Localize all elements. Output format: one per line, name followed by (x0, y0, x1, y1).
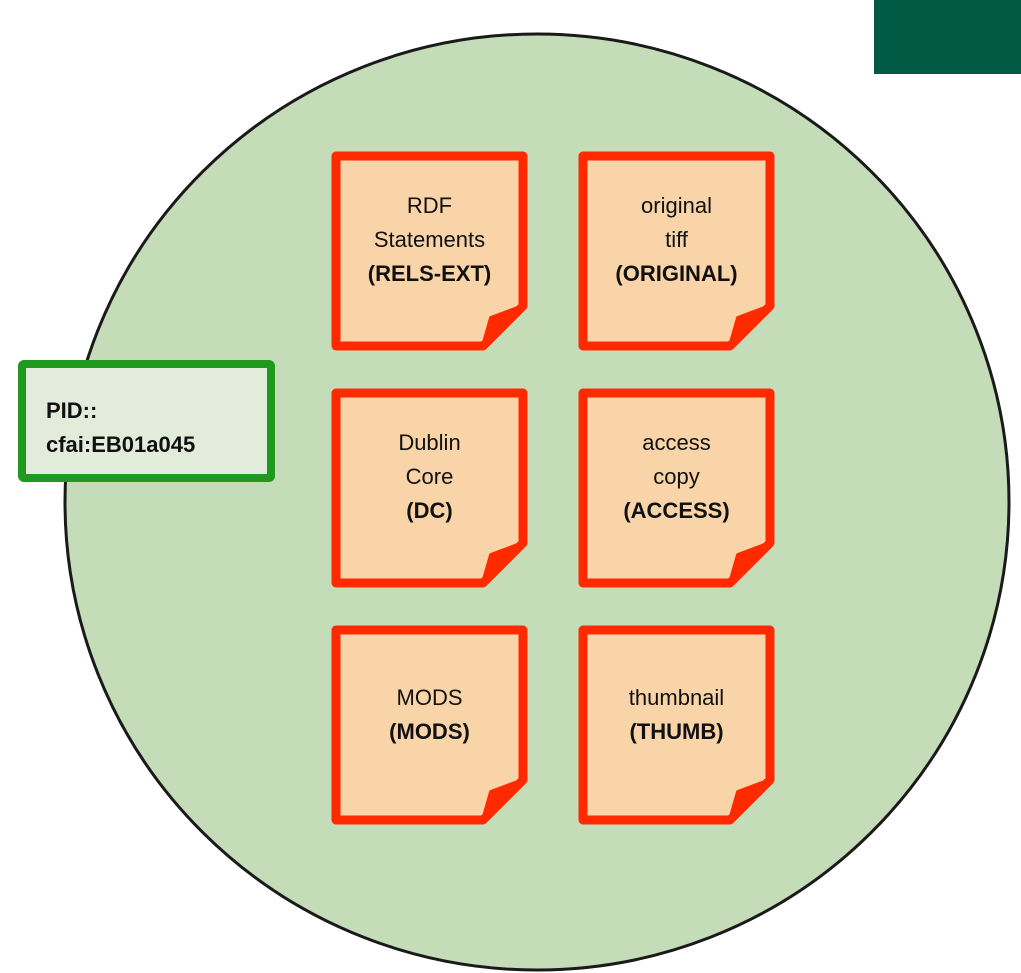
datastream-label: access (642, 430, 710, 455)
datastream-group: RDF Statements (RELS-EXT) original tiff (ORIG… (331, 151, 775, 825)
page-fold-corner (481, 304, 525, 348)
corner-color-block (874, 0, 1021, 74)
page-fold-corner (728, 778, 772, 822)
datastream-id: (RELS-EXT) (368, 261, 491, 286)
datastream-label: Core (406, 464, 454, 489)
datastream-label: MODS (397, 685, 463, 710)
datastream-label: Dublin (398, 430, 460, 455)
datastream-id: (ACCESS) (623, 498, 729, 523)
datastream-id: (THUMB) (629, 719, 723, 744)
datastream-label: original (641, 193, 712, 218)
datastream-id: (MODS) (389, 719, 470, 744)
datastream-label: RDF (407, 193, 452, 218)
datastream-card-original: original tiff (ORIGINAL) (578, 151, 775, 351)
datastream-label: tiff (665, 227, 689, 252)
datastream-card-rels-ext: RDF Statements (RELS-EXT) (331, 151, 528, 351)
datastream-card-access: access copy (ACCESS) (578, 388, 775, 588)
datastream-id: (DC) (406, 498, 452, 523)
datastream-card-thumb: thumbnail (THUMB) (578, 625, 775, 825)
page-fold-corner (728, 304, 772, 348)
datastream-label: thumbnail (629, 685, 724, 710)
pid-box: PID:: cfai:EB01a045 (18, 360, 275, 482)
pid-label: PID:: (46, 398, 98, 423)
page-fold-corner (728, 541, 772, 585)
pid-value: cfai:EB01a045 (46, 432, 196, 457)
datastream-label: copy (653, 464, 699, 489)
page-fold-corner (481, 778, 525, 822)
datastream-label: Statements (374, 227, 485, 252)
datastream-id: (ORIGINAL) (615, 261, 737, 286)
digital-object-circle (63, 32, 1011, 972)
datastream-card-mods: MODS (MODS) (331, 625, 528, 825)
page-fold-corner (481, 541, 525, 585)
